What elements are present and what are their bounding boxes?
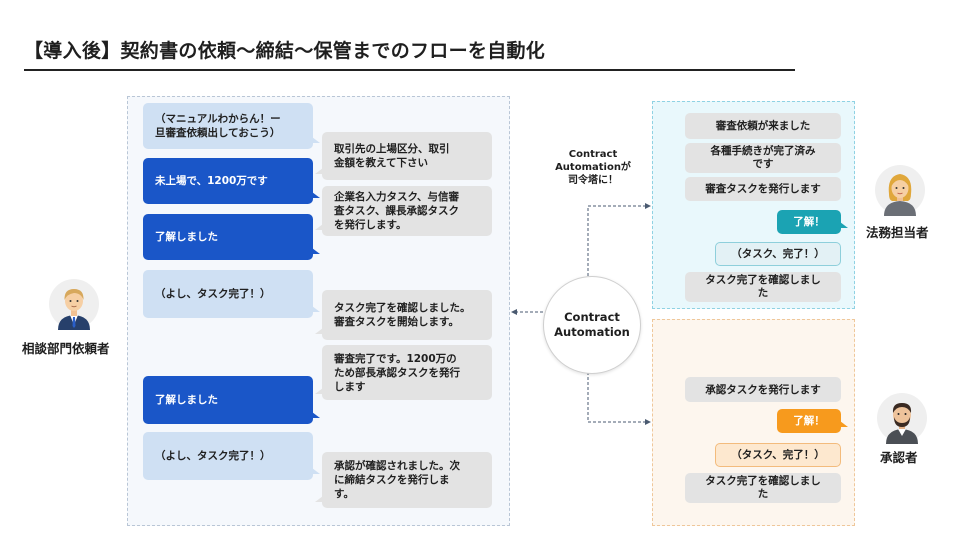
approver-system-message-2: タスク完了を確認しまし た [685,473,841,503]
requester-message-1-line2: 旦審査依頼出しておこう） [155,127,281,139]
page-title: 【導入後】契約書の依頼〜締結〜保管までのフローを自動化 [24,40,546,62]
automation-callout: Contract Automationが 司令塔に！ [548,148,638,187]
hub-label-line2: Automation [554,325,630,339]
requester-message-2: 未上場で、1200万です [143,158,320,204]
hub-label-line1: Contract [564,310,620,324]
approver-thought: （タスク、完了！） [715,443,841,467]
system-message-1: 取引先の上場区分、取引 金額を教えて下さい [315,132,492,180]
approver-system-message-2-line2: た [757,488,769,500]
system-message-3: タスク完了を確認しました。 審査タスクを開始します。 [315,290,492,340]
legal-system-message-3-text: 審査タスクを発行します [705,183,821,195]
system-message-2-line2: 査タスク、課長承認タスク [334,205,460,217]
system-message-2-line3: を発行します。 [334,219,407,231]
legal-system-message-2: 各種手続きが完了済み です [685,143,841,173]
legal-system-message-4: タスク完了を確認しまし た [685,272,841,302]
requester-message-4: （よし、タスク完了！） [143,270,320,318]
system-message-3-line2: 審査タスクを開始します。 [334,316,459,328]
system-message-3-line1: タスク完了を確認しました。 [334,302,471,314]
legal-reply-text: 了解！ [793,216,825,228]
approver-system-message-1-text: 承認タスクを発行します [705,383,821,396]
requester-message-4-text: （よし、タスク完了！） [155,288,271,300]
approver-reply: 了解！ [777,409,848,433]
legal-label: 法務担当者 [866,225,929,240]
requester-message-1-line1: （マニュアルわからん！ー [155,113,281,125]
system-message-4: 審査完了です。1200万の ため部長承認タスクを発行 します [315,345,492,400]
system-message-4-line1: 審査完了です。1200万の [334,352,457,365]
system-message-2-line1: 企業名入力タスク、与信審 [334,191,460,203]
contract-automation-hub: Contract Automation [543,276,641,374]
system-message-5-line2: に締結タスクを発行しま [334,474,450,486]
requester-message-6-text: （よし、タスク完了！） [155,450,271,462]
approver-reply-text: 了解！ [793,415,825,427]
legal-avatar-icon [875,165,925,216]
requester-message-3-text: 了解しました [155,231,218,243]
flow-connectors [511,203,651,425]
approver-system-message-1: 承認タスクを発行します [685,377,841,402]
approver-system-message-2-line1: タスク完了を確認しまし [705,475,821,487]
legal-system-message-1: 審査依頼が来ました [685,113,841,139]
system-message-4-line2: ため部長承認タスクを発行 [334,366,460,379]
legal-system-message-2-line2: です [752,158,774,170]
system-message-5-line1: 承認が確認されました。次 [334,460,460,472]
legal-system-message-3: 審査タスクを発行します [685,177,841,201]
system-message-4-line3: します [334,380,366,393]
automation-callout-line2: Automationが [555,162,631,173]
requester-message-5: 了解しました [143,376,320,424]
system-message-2: 企業名入力タスク、与信審 査タスク、課長承認タスク を発行します。 [315,186,492,236]
requester-avatar-icon [49,279,99,330]
system-message-5: 承認が確認されました。次 に締結タスクを発行しま す。 [315,452,492,508]
title-underline [24,69,795,71]
legal-system-message-4-line1: タスク完了を確認しまし [705,274,821,286]
approver-thought-text: （タスク、完了！） [731,449,825,461]
system-message-5-line3: す。 [334,488,354,500]
legal-system-message-2-line1: 各種手続きが完了済み [710,145,816,157]
legal-thought: （タスク、完了！） [715,242,841,266]
automation-callout-line3: 司令塔に！ [568,175,618,186]
requester-label: 相談部門依頼者 [22,341,110,356]
system-message-1-line1: 取引先の上場区分、取引 [334,143,450,155]
approver-avatar-icon [877,393,927,444]
automation-callout-line1: Contract [568,149,618,160]
requester-message-2-text: 未上場で、1200万です [155,175,268,187]
legal-system-message-4-line2: た [757,287,769,299]
approver-label: 承認者 [880,450,918,465]
system-message-1-line2: 金額を教えて下さい [334,157,428,169]
legal-system-message-1-text: 審査依頼が来ました [715,120,811,132]
legal-thought-text: （タスク、完了！） [731,248,825,260]
requester-message-6: （よし、タスク完了！） [143,432,320,480]
requester-message-5-text: 了解しました [155,394,218,406]
legal-reply: 了解！ [777,210,848,234]
requester-message-1: （マニュアルわからん！ー 旦審査依頼出しておこう） [143,103,320,149]
requester-message-3: 了解しました [143,214,320,260]
